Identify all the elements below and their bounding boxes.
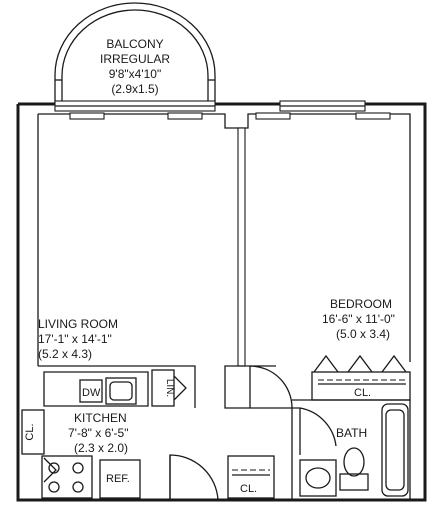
bath-sink <box>299 459 337 497</box>
entry-hall <box>169 454 275 501</box>
balcony <box>54 2 216 104</box>
labels: BALCONY IRREGULAR 9'8"x4'10" (2.9x1.5) L… <box>24 37 395 495</box>
balcony-railing <box>61 9 209 104</box>
linen-label: LIN. <box>164 379 175 397</box>
window-living <box>54 100 216 120</box>
kitchen-area <box>21 365 196 499</box>
stove <box>41 455 93 499</box>
bath-name: BATH <box>336 426 367 440</box>
bedroom-metric: (5.0 x 3.4) <box>336 327 390 341</box>
refrigerator-label: REF. <box>106 473 130 485</box>
living-room-name: LIVING ROOM <box>38 317 118 331</box>
closet-kitchen <box>21 409 45 455</box>
bathtub <box>381 403 409 497</box>
dishwasher <box>79 379 103 403</box>
closet-hall <box>227 455 275 499</box>
bedroom-closet-label: CL. <box>354 387 371 399</box>
kitchen-dimensions: 7'-8" x 6'-5" <box>68 426 128 440</box>
kitchen-metric: (2.3 x 2.0) <box>74 441 128 455</box>
bedroom-name: BEDROOM <box>330 297 392 311</box>
kitchen-name: KITCHEN <box>74 411 127 425</box>
closet-bedroom <box>311 354 411 401</box>
bedroom-dimensions: 16'-6" x 11'-0" <box>322 312 395 326</box>
dishwasher-label: DW <box>82 387 101 399</box>
hall-closet-label: CL. <box>240 483 257 495</box>
bathroom <box>292 399 411 500</box>
sink <box>105 377 137 405</box>
exterior-walls <box>16 102 427 502</box>
balcony-metric: (2.9x1.5) <box>111 82 158 96</box>
toilet <box>339 473 369 491</box>
balcony-dimensions: 9'8"x4'10" <box>109 67 161 81</box>
partition-wall <box>224 127 293 500</box>
linen-closet <box>151 369 175 407</box>
refrigerator <box>99 459 141 499</box>
balcony-name-1: BALCONY <box>106 37 163 51</box>
kitchen-closet-label: CL. <box>24 423 36 440</box>
window-bedroom <box>255 100 391 120</box>
balcony-name-2: IRREGULAR <box>100 52 170 66</box>
balcony-outline <box>54 2 216 104</box>
living-room-metric: (5.2 x 4.3) <box>38 347 92 361</box>
living-room-dimensions: 17'-1" x 14'-1" <box>38 332 112 346</box>
